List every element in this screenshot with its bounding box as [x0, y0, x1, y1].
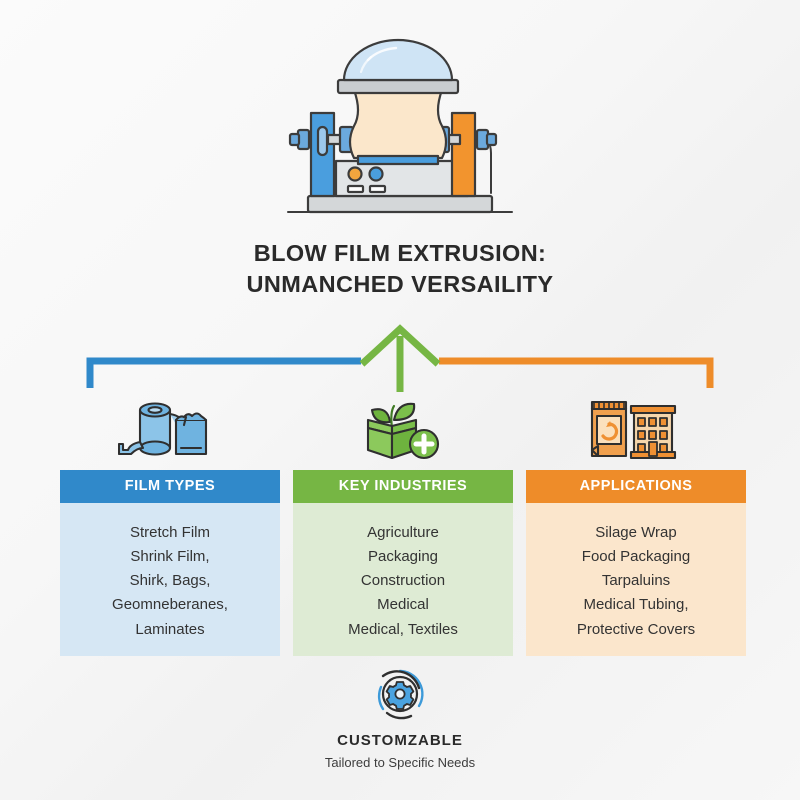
connector-arrow-head — [359, 324, 441, 367]
footer-icon-wrap — [0, 668, 800, 720]
list-item: Medical — [377, 596, 429, 614]
list-item: Tarpaluins — [601, 572, 671, 590]
list-item: Shrink Film, — [130, 547, 210, 565]
food-pouch-and-building-icon — [590, 400, 677, 460]
list-item: Agriculture — [367, 523, 439, 541]
list-item: Construction — [360, 572, 446, 590]
page-title-line-1: BLOW FILM EXTRUSION: — [253, 240, 547, 266]
card-body-applications: Silage Wrap Food Packaging Tarpaluins Me… — [526, 502, 746, 656]
branch-icon-film-types — [60, 392, 280, 466]
card-header-key-industries: KEY INDUSTRIES — [293, 470, 513, 503]
card-body-film-types: Stretch Film Shrink Film, Shirk, Bags, G… — [60, 502, 280, 656]
list-item: Medical Tubing, — [583, 596, 689, 614]
branch-icon-row — [0, 392, 800, 466]
list-item: Medical, Textiles — [348, 620, 458, 638]
card-header-film-types: FILM TYPES — [60, 470, 280, 503]
list-item: Stretch Film — [129, 523, 210, 541]
hero-illustration — [0, 38, 800, 228]
card-header-applications: APPLICATIONS — [526, 470, 746, 503]
list-item: Laminates — [135, 620, 205, 638]
blown-film-extrusion-machine-icon — [287, 38, 513, 214]
page-title: BLOW FILM EXTRUSION: UNMANCHED VERSAILIT… — [0, 238, 800, 301]
card-film-types[interactable]: FILM TYPES Stretch Film Shrink Film, Shi… — [60, 470, 280, 656]
list-item: Packaging — [367, 547, 439, 565]
sprouting-box-with-plus-icon — [366, 402, 440, 460]
film-roll-and-pouch-icon — [118, 402, 208, 456]
list-item: Shirk, Bags, — [129, 572, 211, 590]
category-card-row: FILM TYPES Stretch Film Shrink Film, Shi… — [60, 470, 746, 656]
connector-diagram — [0, 320, 800, 470]
branch-icon-key-industries — [290, 392, 510, 466]
card-body-key-industries: Agriculture Packaging Construction Medic… — [293, 502, 513, 656]
footer-title: CUSTOMZABLE — [337, 732, 463, 749]
card-key-industries[interactable]: KEY INDUSTRIES Agriculture Packaging Con… — [293, 470, 513, 656]
list-item: Geomneberanes, — [112, 596, 228, 614]
list-item: Protective Covers — [576, 620, 696, 638]
page-title-line-2: UNMANCHED VERSAILITY — [246, 271, 554, 298]
card-applications[interactable]: APPLICATIONS Silage Wrap Food Packaging … — [526, 470, 746, 656]
list-item: Food Packaging — [581, 547, 691, 565]
footer-block: CUSTOMZABLE Tailored to Specific Needs — [0, 668, 800, 770]
list-item: Silage Wrap — [595, 523, 677, 541]
connector-line-right — [439, 357, 714, 388]
gear-in-circle-icon — [377, 669, 424, 720]
footer-subtitle: Tailored to Specific Needs — [324, 755, 476, 770]
branch-icon-applications — [520, 392, 740, 466]
connector-line-left — [86, 357, 361, 388]
